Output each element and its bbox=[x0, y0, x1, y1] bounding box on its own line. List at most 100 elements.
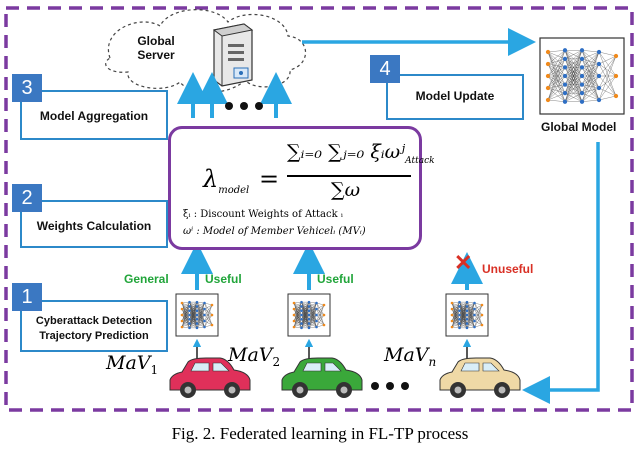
network-edge bbox=[581, 75, 600, 101]
network-node bbox=[562, 99, 568, 104]
network-edge bbox=[474, 302, 483, 316]
network-edge bbox=[581, 50, 600, 65]
network-edge bbox=[451, 302, 460, 316]
network-edge bbox=[204, 308, 213, 316]
network-edge bbox=[474, 308, 483, 326]
network-node bbox=[188, 326, 191, 330]
network-edge bbox=[181, 314, 190, 328]
network-node bbox=[292, 313, 296, 317]
network-edge bbox=[196, 306, 205, 310]
network-edge bbox=[547, 67, 566, 101]
network-edge bbox=[564, 84, 583, 102]
network-edge bbox=[196, 308, 205, 324]
fraction-bar bbox=[287, 175, 411, 177]
car-window bbox=[190, 362, 210, 372]
network-edge bbox=[581, 75, 600, 85]
network-node bbox=[307, 313, 311, 317]
network-node bbox=[450, 325, 454, 329]
network-edge bbox=[564, 50, 583, 77]
network-node bbox=[180, 319, 184, 323]
network-edge bbox=[547, 51, 566, 94]
network-edge bbox=[581, 50, 600, 101]
network-edge bbox=[451, 306, 460, 322]
network-edge bbox=[181, 319, 190, 328]
network-edge bbox=[181, 302, 190, 322]
car-icon-3 bbox=[439, 357, 521, 398]
network-edge bbox=[308, 302, 317, 324]
network-edge bbox=[466, 320, 475, 324]
formula-note-omega: ωⁱ : Model of Member Vehicelᵢ (MVᵢ) bbox=[183, 226, 366, 237]
network-edge bbox=[181, 314, 190, 322]
network-node bbox=[473, 319, 476, 323]
network-edge bbox=[466, 310, 475, 328]
network-edge bbox=[196, 306, 205, 328]
network-edge bbox=[581, 50, 600, 53]
network-node bbox=[579, 91, 585, 96]
car-hub bbox=[454, 386, 462, 394]
network-edge bbox=[196, 302, 205, 316]
network-edge bbox=[547, 87, 566, 102]
network-edge bbox=[547, 58, 566, 89]
network-edge bbox=[204, 314, 213, 322]
network-node bbox=[307, 326, 311, 330]
network-edge bbox=[308, 314, 317, 328]
network-edge bbox=[451, 302, 460, 316]
network-node bbox=[562, 73, 568, 79]
network-node bbox=[300, 317, 303, 321]
step-3-number: 3 bbox=[12, 74, 42, 102]
network-node bbox=[203, 307, 206, 311]
network-edge bbox=[598, 75, 617, 101]
step-4-box bbox=[386, 74, 524, 120]
network-edge bbox=[451, 310, 460, 328]
network-edge bbox=[547, 50, 566, 65]
network-node bbox=[480, 323, 484, 327]
network-edge bbox=[204, 304, 213, 322]
network-edge bbox=[547, 51, 566, 77]
network-edge bbox=[547, 67, 566, 77]
figure-caption: Fig. 2. Federated learning in FL-TP proc… bbox=[171, 424, 469, 443]
step-1-label-line-1: Cyberattack Detection bbox=[35, 315, 153, 327]
network-edge bbox=[564, 75, 583, 102]
network-edge bbox=[581, 50, 600, 77]
network-node bbox=[300, 309, 303, 313]
network-node bbox=[458, 326, 461, 330]
network-edge bbox=[293, 310, 302, 322]
network-edge bbox=[581, 63, 600, 102]
network-edge bbox=[581, 51, 600, 68]
network-edge bbox=[581, 63, 600, 94]
formula-denominator: ∑ω bbox=[331, 179, 361, 201]
useful-label-2: Useful bbox=[317, 272, 354, 286]
network-node bbox=[579, 48, 585, 53]
network-edge bbox=[547, 58, 566, 101]
vehicle-label-1: MaV1 bbox=[106, 352, 158, 377]
server-label-line-2: Server bbox=[137, 48, 175, 62]
network-edge bbox=[181, 302, 190, 324]
network-edge bbox=[189, 302, 198, 307]
network-edge bbox=[459, 310, 468, 328]
step-3-label: Model Aggregation bbox=[39, 109, 149, 123]
network-edge bbox=[196, 302, 205, 320]
network-edge bbox=[189, 302, 198, 311]
network-edge bbox=[474, 304, 483, 322]
dot bbox=[371, 382, 379, 390]
network-edge bbox=[189, 302, 198, 324]
network-edge bbox=[474, 304, 483, 328]
network-edge bbox=[293, 306, 302, 310]
network-node bbox=[473, 301, 476, 305]
car-body bbox=[281, 357, 363, 391]
network-node bbox=[195, 317, 199, 321]
network-edge bbox=[293, 314, 302, 322]
network-edge bbox=[189, 310, 198, 328]
network-edge bbox=[451, 314, 460, 328]
network-edge bbox=[451, 308, 460, 328]
network-node bbox=[188, 305, 191, 308]
network-edge bbox=[293, 323, 302, 328]
car-icon-2 bbox=[281, 357, 363, 398]
network-edge bbox=[581, 50, 600, 89]
network-edge bbox=[316, 302, 325, 316]
network-edge bbox=[196, 314, 205, 324]
network-edge bbox=[466, 314, 475, 328]
network-node bbox=[210, 313, 214, 317]
step-4-number: 4 bbox=[370, 55, 400, 83]
